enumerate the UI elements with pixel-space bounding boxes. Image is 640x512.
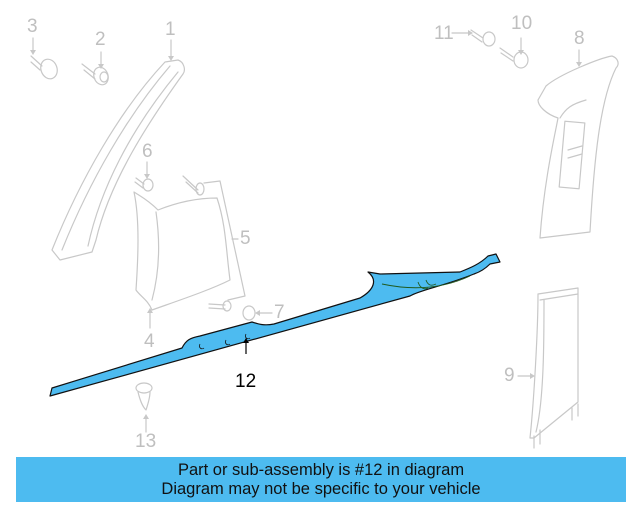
callout-1[interactable]: 1	[165, 19, 176, 40]
callout-6[interactable]: 6	[142, 141, 153, 162]
callout-4[interactable]: 4	[144, 331, 155, 352]
part-8-b-pillar-trim	[537, 49, 619, 239]
info-banner: Part or sub-assembly is #12 in diagram D…	[16, 457, 626, 502]
part-12-sill-plate[interactable]	[49, 253, 501, 397]
part-9-lower-trim	[517, 287, 579, 449]
part-10-screw	[499, 37, 529, 69]
part-1-a-pillar-trim	[51, 39, 185, 261]
part-2-screw	[81, 51, 109, 86]
part-4-quarter-trim	[133, 191, 231, 329]
callout-2[interactable]: 2	[95, 29, 106, 50]
callout-7[interactable]: 7	[274, 302, 285, 323]
callout-9[interactable]: 9	[504, 365, 515, 386]
part-11-clip	[451, 29, 496, 47]
part-5-screws	[182, 175, 246, 312]
banner-line-2: Diagram may not be specific to your vehi…	[161, 480, 481, 498]
callout-8[interactable]: 8	[574, 28, 585, 49]
banner-line-1: Part or sub-assembly is #12 in diagram	[177, 461, 465, 479]
callout-5[interactable]: 5	[240, 228, 251, 249]
part-13-clip	[135, 382, 153, 433]
part-6-clip	[134, 161, 154, 192]
callout-10[interactable]: 10	[511, 13, 533, 34]
callout-13[interactable]: 13	[135, 431, 157, 452]
callout-11[interactable]: 11	[434, 23, 454, 44]
part-3-clip	[30, 37, 58, 80]
callout-3[interactable]: 3	[27, 16, 38, 37]
callout-12[interactable]: 12	[235, 371, 257, 392]
